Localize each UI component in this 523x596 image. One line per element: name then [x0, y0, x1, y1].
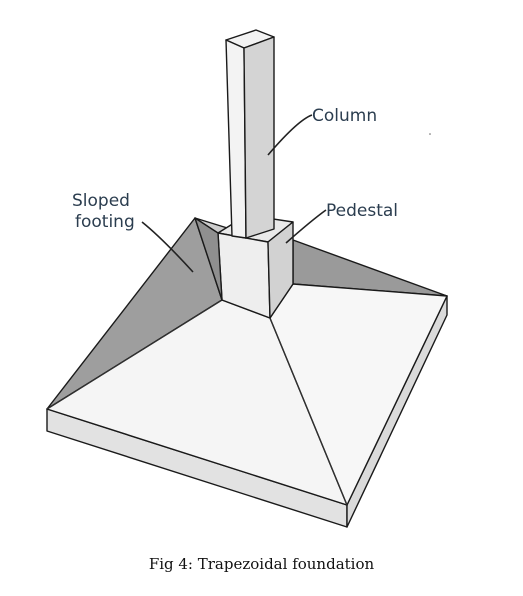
foundation-diagram: Column Pedestal Sloped footing — [46, 29, 448, 528]
hip-line-left — [46, 299, 223, 410]
stray-mark — [429, 133, 431, 135]
label-pedestal: Pedestal — [326, 201, 398, 221]
pedestal-side — [267, 221, 294, 319]
figure-caption: Fig 4: Trapezoidal foundation — [148, 555, 375, 573]
column-front — [225, 39, 247, 239]
leader-pedestal — [285, 209, 327, 244]
leader-sloped-footing — [141, 221, 194, 273]
label-column: Column — [312, 106, 377, 126]
column-side — [243, 36, 275, 239]
slope-face-inner-left — [194, 217, 223, 301]
hip-line-front — [269, 317, 348, 506]
label-sloped-footing-line1: Sloped — [72, 191, 130, 211]
label-sloped-footing-line2: footing — [75, 212, 135, 232]
leader-column — [267, 114, 313, 156]
